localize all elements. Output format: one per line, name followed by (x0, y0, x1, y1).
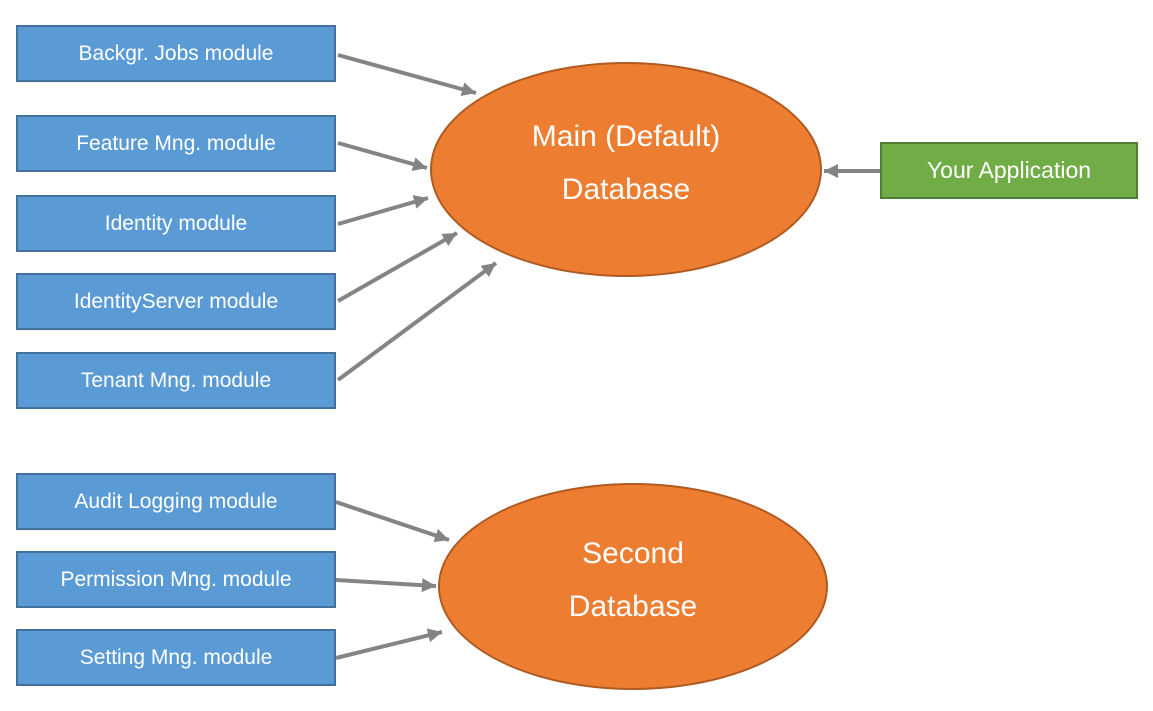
second-database-line2: Database (568, 589, 698, 623)
arrow-audit-logging-to-second-database (335, 500, 450, 543)
arrow-identityserver-to-main-database (337, 231, 458, 303)
arrow-backgr-jobs-to-main-database (337, 53, 477, 97)
main-database-line1: Main (Default) (531, 119, 721, 153)
node-audit-logging-module: Audit Logging module (16, 473, 336, 530)
arrow-identity-to-main-database (337, 195, 429, 226)
node-identity-module: Identity module (16, 195, 336, 252)
node-label: Backgr. Jobs module (78, 41, 274, 65)
node-label: Identity module (104, 211, 248, 235)
node-tenant-mng-module: Tenant Mng. module (16, 352, 336, 409)
second-database-line1: Second (582, 536, 684, 570)
main-database-line2: Database (561, 172, 691, 206)
arrow-setting-mng-to-second-database (335, 628, 443, 660)
node-label: Audit Logging module (74, 489, 278, 513)
node-label: Setting Mng. module (79, 645, 273, 669)
node-second-database: Second Database (438, 483, 828, 690)
node-backgr-jobs-module: Backgr. Jobs module (16, 25, 336, 82)
node-label: Feature Mng. module (76, 131, 276, 155)
arrow-feature-mng-to-main-database (337, 141, 428, 171)
node-your-application: Your Application (880, 142, 1138, 199)
node-main-database: Main (Default) Database (430, 62, 822, 277)
node-setting-mng-module: Setting Mng. module (16, 629, 336, 686)
node-label: Main (Default) Database (532, 110, 720, 216)
arrow-permission-mng-to-second-database (335, 578, 437, 593)
node-identityserver-module: IdentityServer module (16, 273, 336, 330)
node-label: Permission Mng. module (60, 567, 292, 591)
node-feature-mng-module: Feature Mng. module (16, 115, 336, 172)
node-label: Tenant Mng. module (80, 368, 272, 392)
arrow-tenant-mng-to-main-database (336, 261, 498, 382)
node-label: Your Application (926, 157, 1092, 183)
node-permission-mng-module: Permission Mng. module (16, 551, 336, 608)
node-label: IdentityServer module (73, 289, 279, 313)
node-label: Second Database (569, 527, 697, 633)
